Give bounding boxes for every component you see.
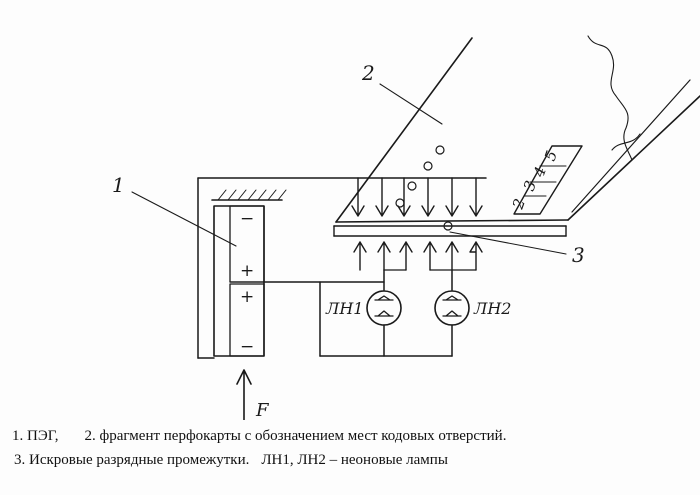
label-part-2: 2: [361, 61, 375, 85]
force-arrow: F: [236, 369, 270, 420]
card-hole: [407, 181, 417, 191]
top-wire: [197, 177, 487, 359]
neon-lamp-1: [366, 290, 402, 357]
middle-wire: [263, 269, 453, 291]
force-label: F: [255, 400, 270, 420]
circuit-diagram: 2 3 4 5: [112, 35, 700, 420]
card-digit-2: 2: [509, 196, 530, 212]
caption-item-4: ЛН1, ЛН2 – неоновые лампы: [261, 452, 448, 468]
leaders: 1 2 3 ЛН1 ЛН2: [112, 61, 585, 318]
upper-electrodes: [351, 177, 483, 217]
card-hole: [423, 161, 433, 171]
bottom-wire: [197, 281, 453, 359]
caption-line-1: 1. ПЭГ, 2. фрагмент перфокарты с обозначе…: [12, 428, 506, 445]
caption-item-1: 1. ПЭГ,: [12, 428, 59, 444]
lower-electrodes: [353, 241, 483, 271]
polarity-plus-bottom: +: [240, 287, 254, 307]
label-part-3: 3: [572, 243, 585, 267]
neon-lamp-2: [434, 290, 470, 357]
caption-item-3: 3. Искровые разрядные промежутки.: [14, 452, 250, 468]
polarity-plus-top: +: [240, 261, 254, 281]
label-part-1: 1: [112, 173, 125, 197]
electrode-bar: [333, 225, 567, 237]
piezo-generator: − + + −: [213, 205, 265, 357]
caption-item-2: 2. фрагмент перфокарты с обозначением ме…: [84, 428, 507, 444]
hatched-support: [211, 189, 287, 201]
label-lamp-1: ЛН1: [325, 299, 363, 318]
polarity-minus-bottom: −: [240, 337, 254, 357]
card-digit-3: 3: [520, 178, 540, 193]
punch-card: [335, 35, 700, 223]
card-digit-grid: 2 3 4 5: [509, 145, 583, 215]
polarity-minus-top: −: [240, 209, 254, 229]
caption-line-2: 3. Искровые разрядные промежутки. ЛН1, ЛН…: [14, 452, 448, 469]
label-lamp-2: ЛН2: [473, 299, 511, 318]
card-hole: [435, 145, 445, 155]
card-hole: [395, 198, 405, 208]
